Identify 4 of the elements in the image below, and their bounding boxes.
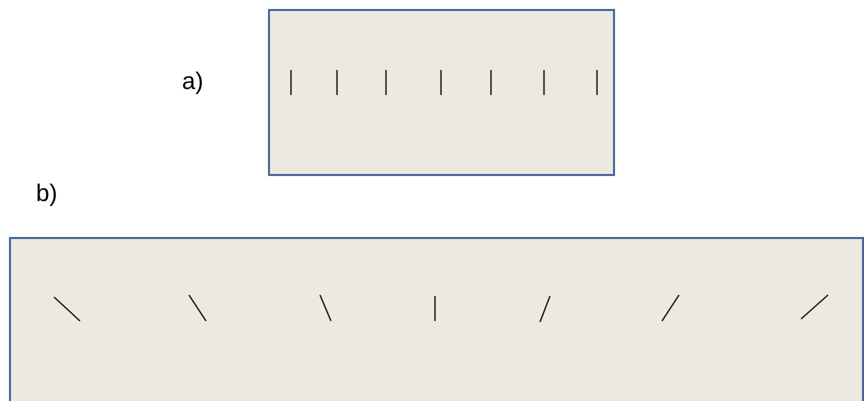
panel-label: b) bbox=[36, 180, 58, 208]
panel-label: a) bbox=[182, 68, 204, 96]
panel bbox=[268, 9, 615, 176]
panel bbox=[9, 237, 864, 401]
